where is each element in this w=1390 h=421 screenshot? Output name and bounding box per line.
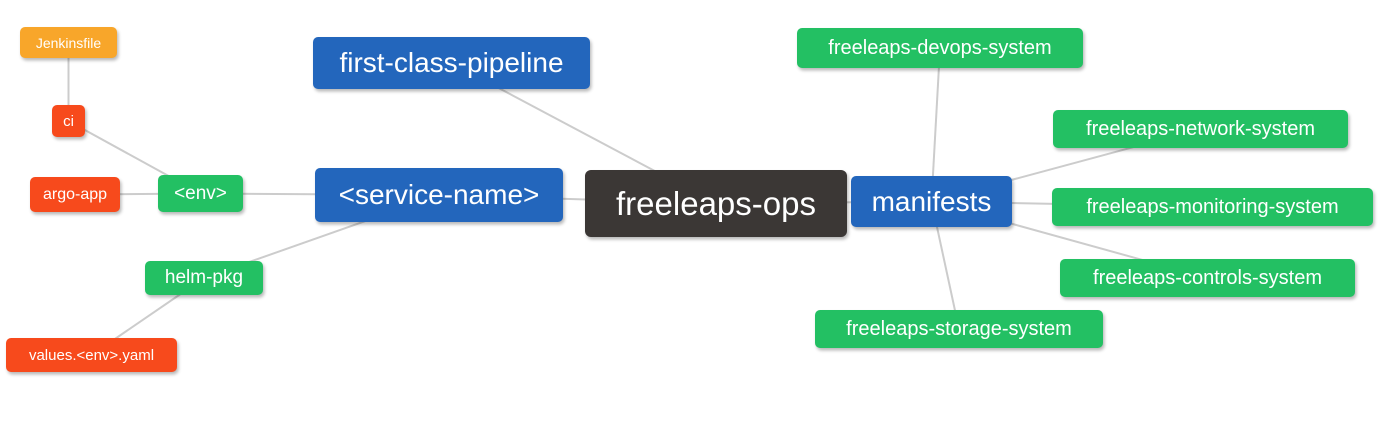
node-freeleaps-storage-system[interactable]: freeleaps-storage-system (815, 310, 1103, 348)
node-helm-pkg[interactable]: helm-pkg (145, 261, 263, 295)
node-freeleaps-devops-system[interactable]: freeleaps-devops-system (797, 28, 1083, 68)
node-jenkinsfile[interactable]: Jenkinsfile (20, 27, 117, 58)
node-manifests[interactable]: manifests (851, 176, 1012, 227)
node-first-class-pipeline[interactable]: first-class-pipeline (313, 37, 590, 89)
node-argo-app[interactable]: argo-app (30, 177, 120, 212)
node-service-name[interactable]: <service-name> (315, 168, 563, 222)
node-freeleaps-ops-root[interactable]: freeleaps-ops (585, 170, 847, 237)
node-env[interactable]: <env> (158, 175, 243, 212)
node-freeleaps-monitoring-system[interactable]: freeleaps-monitoring-system (1052, 188, 1373, 226)
node-freeleaps-network-system[interactable]: freeleaps-network-system (1053, 110, 1348, 148)
node-values-env-yaml[interactable]: values.<env>.yaml (6, 338, 177, 372)
node-freeleaps-controls-system[interactable]: freeleaps-controls-system (1060, 259, 1355, 297)
node-ci[interactable]: ci (52, 105, 85, 137)
